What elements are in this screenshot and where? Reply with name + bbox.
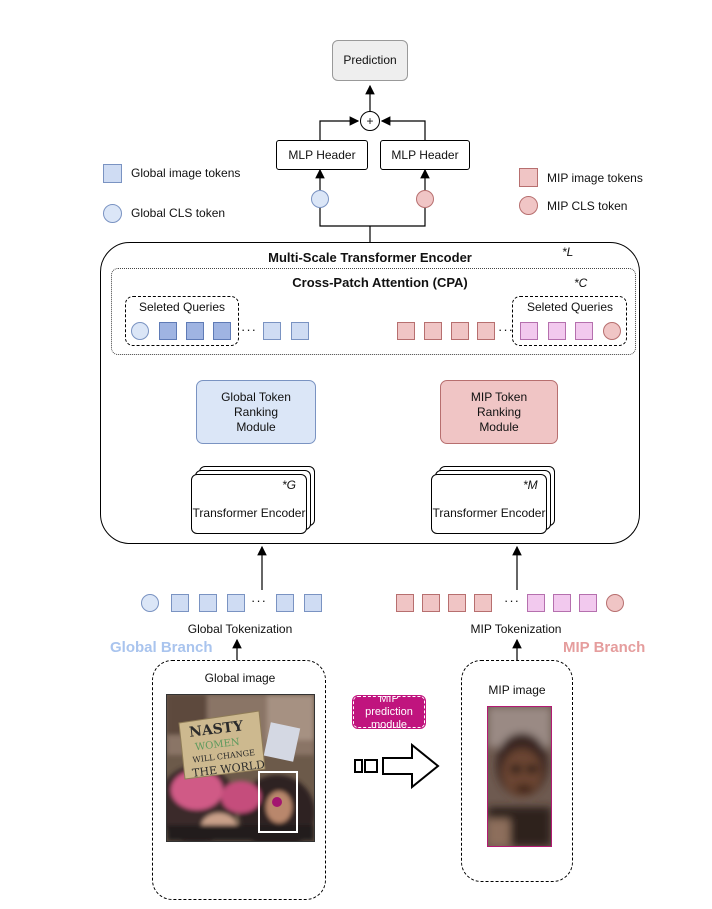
transformer-encoder-left: Transformer Encoder (191, 474, 307, 534)
cpa-global-ellipsis: ··· (241, 322, 257, 337)
transformer-left-label: Transformer Encoder (192, 505, 306, 520)
global-token (227, 594, 245, 612)
cpa-mip-cls-token (603, 322, 621, 340)
transformer-right-repeat: *M (523, 478, 538, 492)
mip-cls-output (416, 190, 434, 208)
legend-mip-cls-icon (519, 196, 538, 215)
cpa-box (111, 268, 636, 355)
cpa-title: Cross-Patch Attention (CPA) (292, 275, 468, 290)
selected-queries-left-label: Seleted Queries (138, 300, 226, 314)
cpa-mip-token (397, 322, 415, 340)
legend-mip-cls: MIP CLS token (547, 199, 628, 213)
mip-token (422, 594, 440, 612)
transformer-left-repeat: *G (282, 478, 297, 492)
cpa-mip-token (424, 322, 442, 340)
cpa-mip-selected-token (520, 322, 538, 340)
mip-tokenization-label: MIP Tokenization (470, 622, 562, 636)
sum-node: + (360, 111, 380, 131)
mip-token (474, 594, 492, 612)
cpa-mip-token (477, 322, 495, 340)
cpa-global-cls-token (131, 322, 149, 340)
mlp-header-left: MLP Header (276, 140, 368, 170)
mip-token-ellipsis: ··· (504, 593, 520, 608)
mip-image-label: MIP image (488, 683, 546, 697)
mip-selected-token (553, 594, 571, 612)
mlp-header-right-label: MLP Header (391, 147, 459, 162)
mip-prediction-module: MIP prediction module (352, 693, 426, 731)
mlp-header-left-label: MLP Header (288, 147, 356, 162)
svg-text:NASTY: NASTY (188, 718, 245, 741)
cpa-global-selected-token (213, 322, 231, 340)
mip-ranking-label: MIP Token Ranking Module (470, 389, 528, 434)
global-image-panel (152, 660, 326, 900)
legend-mip-tokens: MIP image tokens (547, 171, 643, 185)
legend-global-cls: Global CLS token (131, 206, 226, 220)
cpa-global-token (291, 322, 309, 340)
selected-queries-right-box (512, 296, 627, 346)
legend-global-cls-icon (103, 204, 122, 223)
mip-selected-token (527, 594, 545, 612)
mip-selected-token (579, 594, 597, 612)
cpa-mip-selected-token (548, 322, 566, 340)
global-token (199, 594, 217, 612)
mip-module-label: MIP prediction module (365, 692, 413, 731)
global-image-label: Global image (204, 671, 276, 685)
mip-token-ranking-module: MIP Token Ranking Module (440, 380, 558, 444)
mip-cls-token (606, 594, 624, 612)
global-cls-token (141, 594, 159, 612)
global-token (171, 594, 189, 612)
legend-global-token-icon (103, 164, 122, 183)
global-cls-output (311, 190, 329, 208)
transformer-right-repeat-value: M (527, 478, 538, 492)
cpa-repeat: *C (574, 276, 588, 290)
transformer-right-label: Transformer Encoder (432, 505, 546, 520)
prediction-label: Prediction (343, 53, 397, 67)
legend-global-tokens: Global image tokens (131, 166, 241, 180)
legend-mip-token-icon (519, 168, 538, 187)
encoder-repeat-value: L (566, 245, 574, 259)
mip-face-crop-illustration (488, 707, 551, 846)
cpa-global-selected-token (159, 322, 177, 340)
selected-queries-left-box (125, 296, 239, 346)
cpa-global-token (263, 322, 281, 340)
cpa-global-selected-token (186, 322, 204, 340)
global-tokenization-label: Global Tokenization (187, 622, 293, 636)
prediction-box: Prediction (332, 40, 408, 81)
transformer-encoder-right: Transformer Encoder (431, 474, 547, 534)
mip-branch-label: MIP Branch (563, 639, 646, 656)
global-token-ranking-module: Global Token Ranking Module (196, 380, 316, 444)
global-branch-label: Global Branch (110, 639, 213, 656)
mip-image-panel (461, 660, 573, 882)
cpa-mip-selected-token (575, 322, 593, 340)
global-token (276, 594, 294, 612)
mip-token (448, 594, 466, 612)
plus-symbol: + (366, 113, 374, 128)
cpa-mip-token (451, 322, 469, 340)
global-ranking-label: Global Token Ranking Module (221, 389, 291, 434)
global-token-ellipsis: ··· (251, 593, 267, 608)
cpa-mip-ellipsis: ··· (498, 322, 514, 337)
encoder-repeat: *L (562, 245, 574, 259)
encoder-title: Multi-Scale Transformer Encoder (268, 250, 472, 265)
transformer-left-repeat-value: G (286, 478, 297, 492)
svg-text:WOMEN: WOMEN (194, 737, 240, 753)
global-image: NASTY WOMEN WILL CHANGE THE WORLD (166, 694, 315, 842)
mip-token (396, 594, 414, 612)
global-token (304, 594, 322, 612)
mlp-header-right: MLP Header (380, 140, 470, 170)
protest-photo-illustration: NASTY WOMEN WILL CHANGE THE WORLD (167, 695, 314, 841)
cpa-repeat-value: C (578, 276, 588, 290)
selected-queries-right-label: Seleted Queries (526, 300, 614, 314)
mip-image (487, 706, 552, 847)
